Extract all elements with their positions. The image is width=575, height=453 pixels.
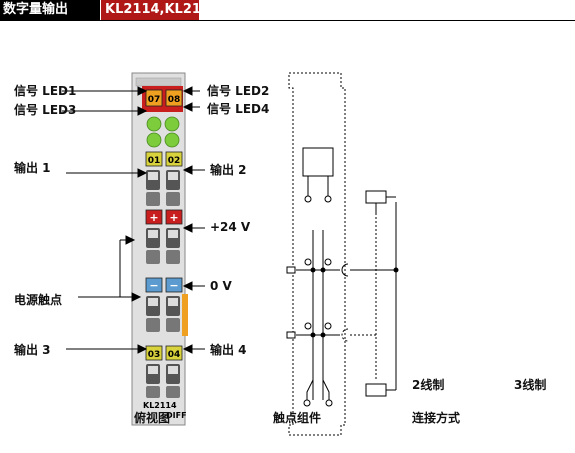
module-model-label: KL2114 <box>143 401 177 410</box>
green-led-1 <box>146 116 162 132</box>
plus-box-2 <box>165 209 183 225</box>
green-led-4 <box>164 132 180 148</box>
clamp-1c <box>146 192 160 206</box>
label-03 <box>145 345 163 361</box>
label-led3: 信号 LED3 <box>14 103 77 117</box>
out-num-03: 03 <box>148 350 161 360</box>
label-leaders <box>62 86 205 354</box>
green-led-3 <box>146 132 162 148</box>
label-power-contacts: 电源触点 <box>14 293 63 307</box>
out-num-02: 02 <box>168 156 181 166</box>
plus-sign-2: + <box>169 211 178 224</box>
label-0v: 0 V <box>210 279 232 293</box>
wiring-two-wire: 2线制 <box>412 378 445 392</box>
label-02 <box>165 151 183 167</box>
minus-box-1 <box>145 277 163 293</box>
caption-contact-assembly: 触点组件 <box>273 411 322 425</box>
wiring-schematic <box>350 190 399 397</box>
wiring-three-wire: 3线制 <box>514 378 547 392</box>
label-01 <box>145 151 163 167</box>
header-model: KL2114,KL2134 <box>101 0 219 20</box>
label-out4: 输出 4 <box>210 343 247 357</box>
caption-wiring: 连接方式 <box>412 411 461 425</box>
label-led4: 信号 LED4 <box>207 102 270 116</box>
label-led1: 信号 LED1 <box>14 84 77 98</box>
terminal-module: 07 08 01 02 + + − − <box>131 72 188 426</box>
label-04 <box>165 345 183 361</box>
led-num-08: 08 <box>168 95 181 105</box>
label-out1: 输出 1 <box>14 161 51 175</box>
minus-sign-2: − <box>169 279 178 292</box>
out-num-04: 04 <box>168 350 181 360</box>
plus-box-1 <box>145 209 163 225</box>
header-divider <box>0 20 575 21</box>
label-out3: 输出 3 <box>14 343 51 357</box>
header-title: 数字量输出 <box>0 0 100 20</box>
module-small-label: DIFF <box>166 411 187 420</box>
green-led-2 <box>164 116 180 132</box>
clamp-1d <box>166 192 180 206</box>
label-led2: 信号 LED2 <box>207 84 270 98</box>
label-24v: +24 V <box>210 220 251 234</box>
minus-sign-1: − <box>149 279 158 292</box>
caption-front-view: 俯视图 <box>134 411 171 425</box>
orange-tab <box>182 294 188 336</box>
minus-box-2 <box>165 277 183 293</box>
label-out2: 输出 2 <box>210 163 247 177</box>
plus-sign-1: + <box>149 211 158 224</box>
led-num-07: 07 <box>148 95 161 105</box>
led-box-08 <box>165 89 183 107</box>
out-num-01: 01 <box>148 156 161 166</box>
contact-assembly <box>286 72 349 436</box>
led-box-07 <box>145 89 163 107</box>
